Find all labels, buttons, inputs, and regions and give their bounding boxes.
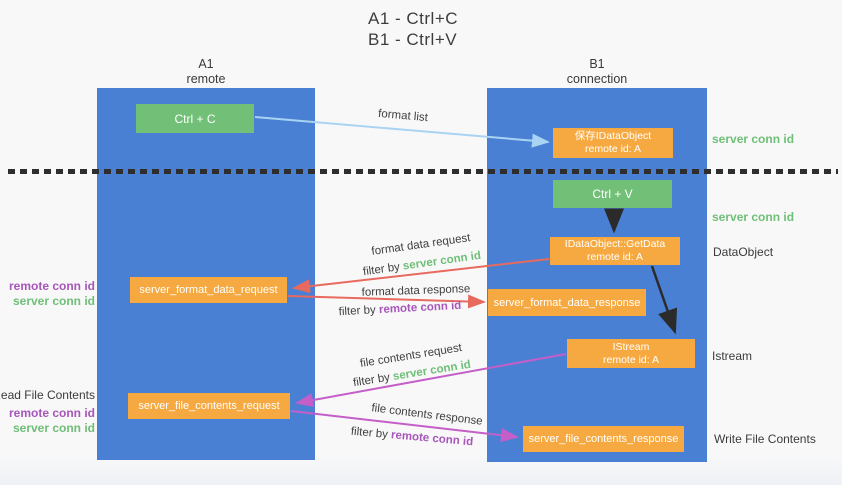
label-format-data-response: format data response xyxy=(361,283,471,299)
diagram-title: A1 - Ctrl+C B1 - Ctrl+V xyxy=(368,8,458,50)
node-ctrl-v-label: Ctrl + V xyxy=(592,187,633,201)
lane-b1-subtitle: connection xyxy=(566,72,628,86)
lane-a1-subtitle: remote xyxy=(186,72,226,86)
filter-by-text: filter by xyxy=(350,425,392,442)
remote-conn-id-text: remote conn id xyxy=(378,299,462,317)
right-label-dataobject: DataObject xyxy=(713,245,774,259)
lane-b1-name: B1 xyxy=(589,57,605,71)
node-server-format-data-request: server_format_data_request xyxy=(130,277,287,303)
left-label-server-conn-id-2: server conn id xyxy=(12,421,95,435)
node-ctrl-c-label: Ctrl + C xyxy=(174,111,216,126)
left-label-read-file-contents: Read File Contents xyxy=(0,388,95,402)
node-server-file-contents-request-label: server_file_contents_request xyxy=(138,400,280,412)
node-istream: IStream remote id: A xyxy=(567,339,695,368)
node-server-file-contents-request: server_file_contents_request xyxy=(128,393,290,419)
filter-by-text: filter by xyxy=(338,304,380,319)
lane-header-b1: B1 connection xyxy=(567,57,627,87)
filter-by-text: filter by xyxy=(352,371,394,390)
node-ctrl-c: Ctrl + C xyxy=(136,104,254,133)
node-server-format-data-request-label: server_format_data_request xyxy=(139,284,278,296)
node-save-idataobject: 保存IDataObject remote id: A xyxy=(553,128,673,158)
right-label-write-file-contents: Write File Contents xyxy=(714,432,816,446)
node-save-idataobject-line1: 保存IDataObject xyxy=(574,130,652,142)
lane-header-a1: A1 remote xyxy=(187,57,226,87)
server-conn-id-text: server conn id xyxy=(402,249,482,273)
left-label-server-conn-id-1: server conn id xyxy=(12,294,95,308)
node-idataobject-getdata-line2: remote id: A xyxy=(586,251,644,263)
node-ctrl-v: Ctrl + V xyxy=(553,180,672,208)
left-label-remote-conn-id-2: remote conn id xyxy=(8,406,95,420)
remote-conn-id-text: remote conn id xyxy=(390,429,474,449)
lane-a1-name: A1 xyxy=(198,57,214,71)
node-idataobject-getdata: IDataObject::GetData remote id: A xyxy=(550,237,680,265)
filter-by-text: filter by xyxy=(362,260,404,279)
right-label-server-conn-id-2: server conn id xyxy=(712,210,795,224)
right-label-istream: Istream xyxy=(712,349,753,363)
node-save-idataobject-line2: remote id: A xyxy=(584,143,642,155)
title-line-2: B1 - Ctrl+V xyxy=(368,30,458,49)
phase-divider-dotted-line xyxy=(8,169,838,174)
label-filter-by-remote-conn-id-1: filter by remote conn id xyxy=(338,300,461,318)
node-server-file-contents-response-label: server_file_contents_response xyxy=(528,433,679,445)
label-format-list: format list xyxy=(377,107,429,125)
node-server-file-contents-response: server_file_contents_response xyxy=(523,426,684,452)
label-file-contents-response: file contents response xyxy=(370,402,484,428)
right-label-server-conn-id-1: server conn id xyxy=(712,132,795,146)
label-filter-by-remote-conn-id-2: filter by remote conn id xyxy=(350,426,473,449)
node-istream-line2: remote id: A xyxy=(602,353,660,366)
title-line-1: A1 - Ctrl+C xyxy=(368,9,459,28)
node-server-format-data-response: server_format_data_response xyxy=(488,289,646,316)
node-idataobject-getdata-line1: IDataObject::GetData xyxy=(564,238,666,250)
node-server-format-data-response-label: server_format_data_response xyxy=(493,296,641,309)
node-istream-line1: IStream xyxy=(612,340,650,353)
left-label-remote-conn-id-1: remote conn id xyxy=(8,279,95,293)
